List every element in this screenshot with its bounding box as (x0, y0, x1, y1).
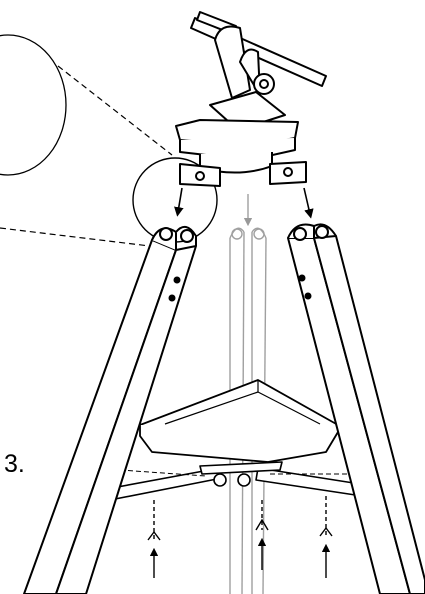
down-arrow (174, 187, 184, 217)
detail-callout-ellipse (0, 34, 67, 176)
tripod-leg-right (287, 223, 425, 594)
callout-leader-line (0, 227, 159, 248)
callout-leader-line (57, 65, 173, 156)
telescope-mount-head (175, 11, 327, 187)
upward-arrows (147, 496, 333, 578)
accessory-tray (139, 379, 339, 463)
tripod-leg-left (23, 225, 197, 594)
step-number: 3. (4, 450, 25, 478)
leg-spreader (109, 461, 363, 501)
down-arrow (303, 187, 314, 219)
